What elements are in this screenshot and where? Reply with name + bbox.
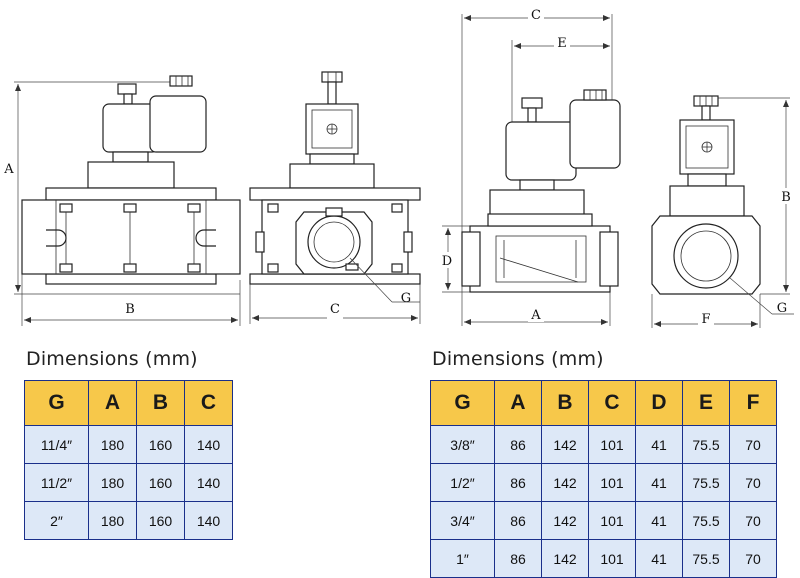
table-cell: 41 (635, 425, 683, 464)
header-cell: E (682, 380, 730, 426)
header-cell: D (635, 380, 683, 426)
table-cell: 11/2″ (24, 463, 89, 502)
table-row: 1/2″ 86 142 101 41 75.5 70 (430, 463, 777, 502)
table-row: 11/2″ 180 160 140 (24, 463, 233, 502)
dim-label-d: D (442, 254, 452, 269)
table-cell: 75.5 (682, 501, 730, 540)
table-cell: 86 (494, 425, 542, 464)
table-cell: 160 (136, 463, 185, 502)
table-cell: 1″ (430, 539, 495, 578)
table-cell: 140 (184, 501, 233, 540)
table-cell: 3/4″ (430, 501, 495, 540)
table-cell: 75.5 (682, 425, 730, 464)
table-cell: 160 (136, 501, 185, 540)
table-row: 2″ 180 160 140 (24, 501, 233, 540)
header-cell: F (729, 380, 777, 426)
right-table-title: Dimensions (mm) (432, 348, 604, 370)
table-cell: 140 (184, 425, 233, 464)
table-cell: 101 (588, 501, 636, 540)
left-table-title: Dimensions (mm) (26, 348, 198, 370)
table-cell: 86 (494, 501, 542, 540)
table-cell: 180 (88, 463, 137, 502)
table-cell: 70 (729, 425, 777, 464)
table-header-row: G A B C (24, 380, 233, 426)
table-cell: 180 (88, 425, 137, 464)
table-cell: 86 (494, 539, 542, 578)
table-cell: 142 (541, 501, 589, 540)
table-row: 3/8″ 86 142 101 41 75.5 70 (430, 425, 777, 464)
table-cell: 70 (729, 501, 777, 540)
table-cell: 142 (541, 539, 589, 578)
table-cell: 41 (635, 501, 683, 540)
header-cell: B (136, 380, 185, 426)
table-cell: 142 (541, 463, 589, 502)
large-valve-side-view: A B (2, 75, 241, 326)
dim-label-b: B (781, 190, 791, 205)
header-cell: G (430, 380, 495, 426)
header-cell: A (88, 380, 137, 426)
header-cell: B (541, 380, 589, 426)
table-row: 1″ 86 142 101 41 75.5 70 (430, 539, 777, 578)
dim-label-g: G (777, 301, 787, 316)
dim-label-g: G (401, 291, 411, 306)
table-cell: 70 (729, 463, 777, 502)
table-cell: 70 (729, 539, 777, 578)
header-cell: G (24, 380, 89, 426)
large-valve-front-view: G C (249, 71, 421, 324)
table-cell: 86 (494, 463, 542, 502)
table-row: 11/4″ 180 160 140 (24, 425, 233, 464)
dim-label-c: C (330, 302, 340, 317)
dim-label-f: F (701, 312, 710, 327)
table-cell: 3/8″ (430, 425, 495, 464)
header-cell: C (588, 380, 636, 426)
left-dimensions-table: G A B C 11/4″ 180 160 140 11/2″ 180 160 … (24, 380, 233, 540)
table-cell: 41 (635, 539, 683, 578)
table-cell: 142 (541, 425, 589, 464)
table-cell: 75.5 (682, 539, 730, 578)
table-cell: 1/2″ (430, 463, 495, 502)
table-cell: 101 (588, 425, 636, 464)
table-cell: 41 (635, 463, 683, 502)
dim-label-a: A (3, 162, 14, 177)
header-cell: A (494, 380, 542, 426)
table-header-row: G A B C D E F (430, 380, 777, 426)
dim-label-a: A (530, 308, 541, 323)
table-cell: 11/4″ (24, 425, 89, 464)
right-dimensions-table: G A B C D E F 3/8″ 86 142 101 41 75.5 70… (430, 380, 777, 578)
table-cell: 75.5 (682, 463, 730, 502)
dim-label-b: B (125, 302, 135, 317)
dim-label-c: C (531, 8, 541, 23)
table-cell: 101 (588, 539, 636, 578)
table-cell: 140 (184, 463, 233, 502)
small-valve-side-view: C E D A (440, 6, 621, 326)
table-cell: 101 (588, 463, 636, 502)
header-cell: C (184, 380, 233, 426)
dim-label-e: E (557, 36, 567, 51)
technical-drawings: A B (2, 6, 794, 328)
table-cell: 160 (136, 425, 185, 464)
table-row: 3/4″ 86 142 101 41 75.5 70 (430, 501, 777, 540)
table-cell: 180 (88, 501, 137, 540)
small-valve-front-view: G B F (651, 95, 794, 328)
table-cell: 2″ (24, 501, 89, 540)
